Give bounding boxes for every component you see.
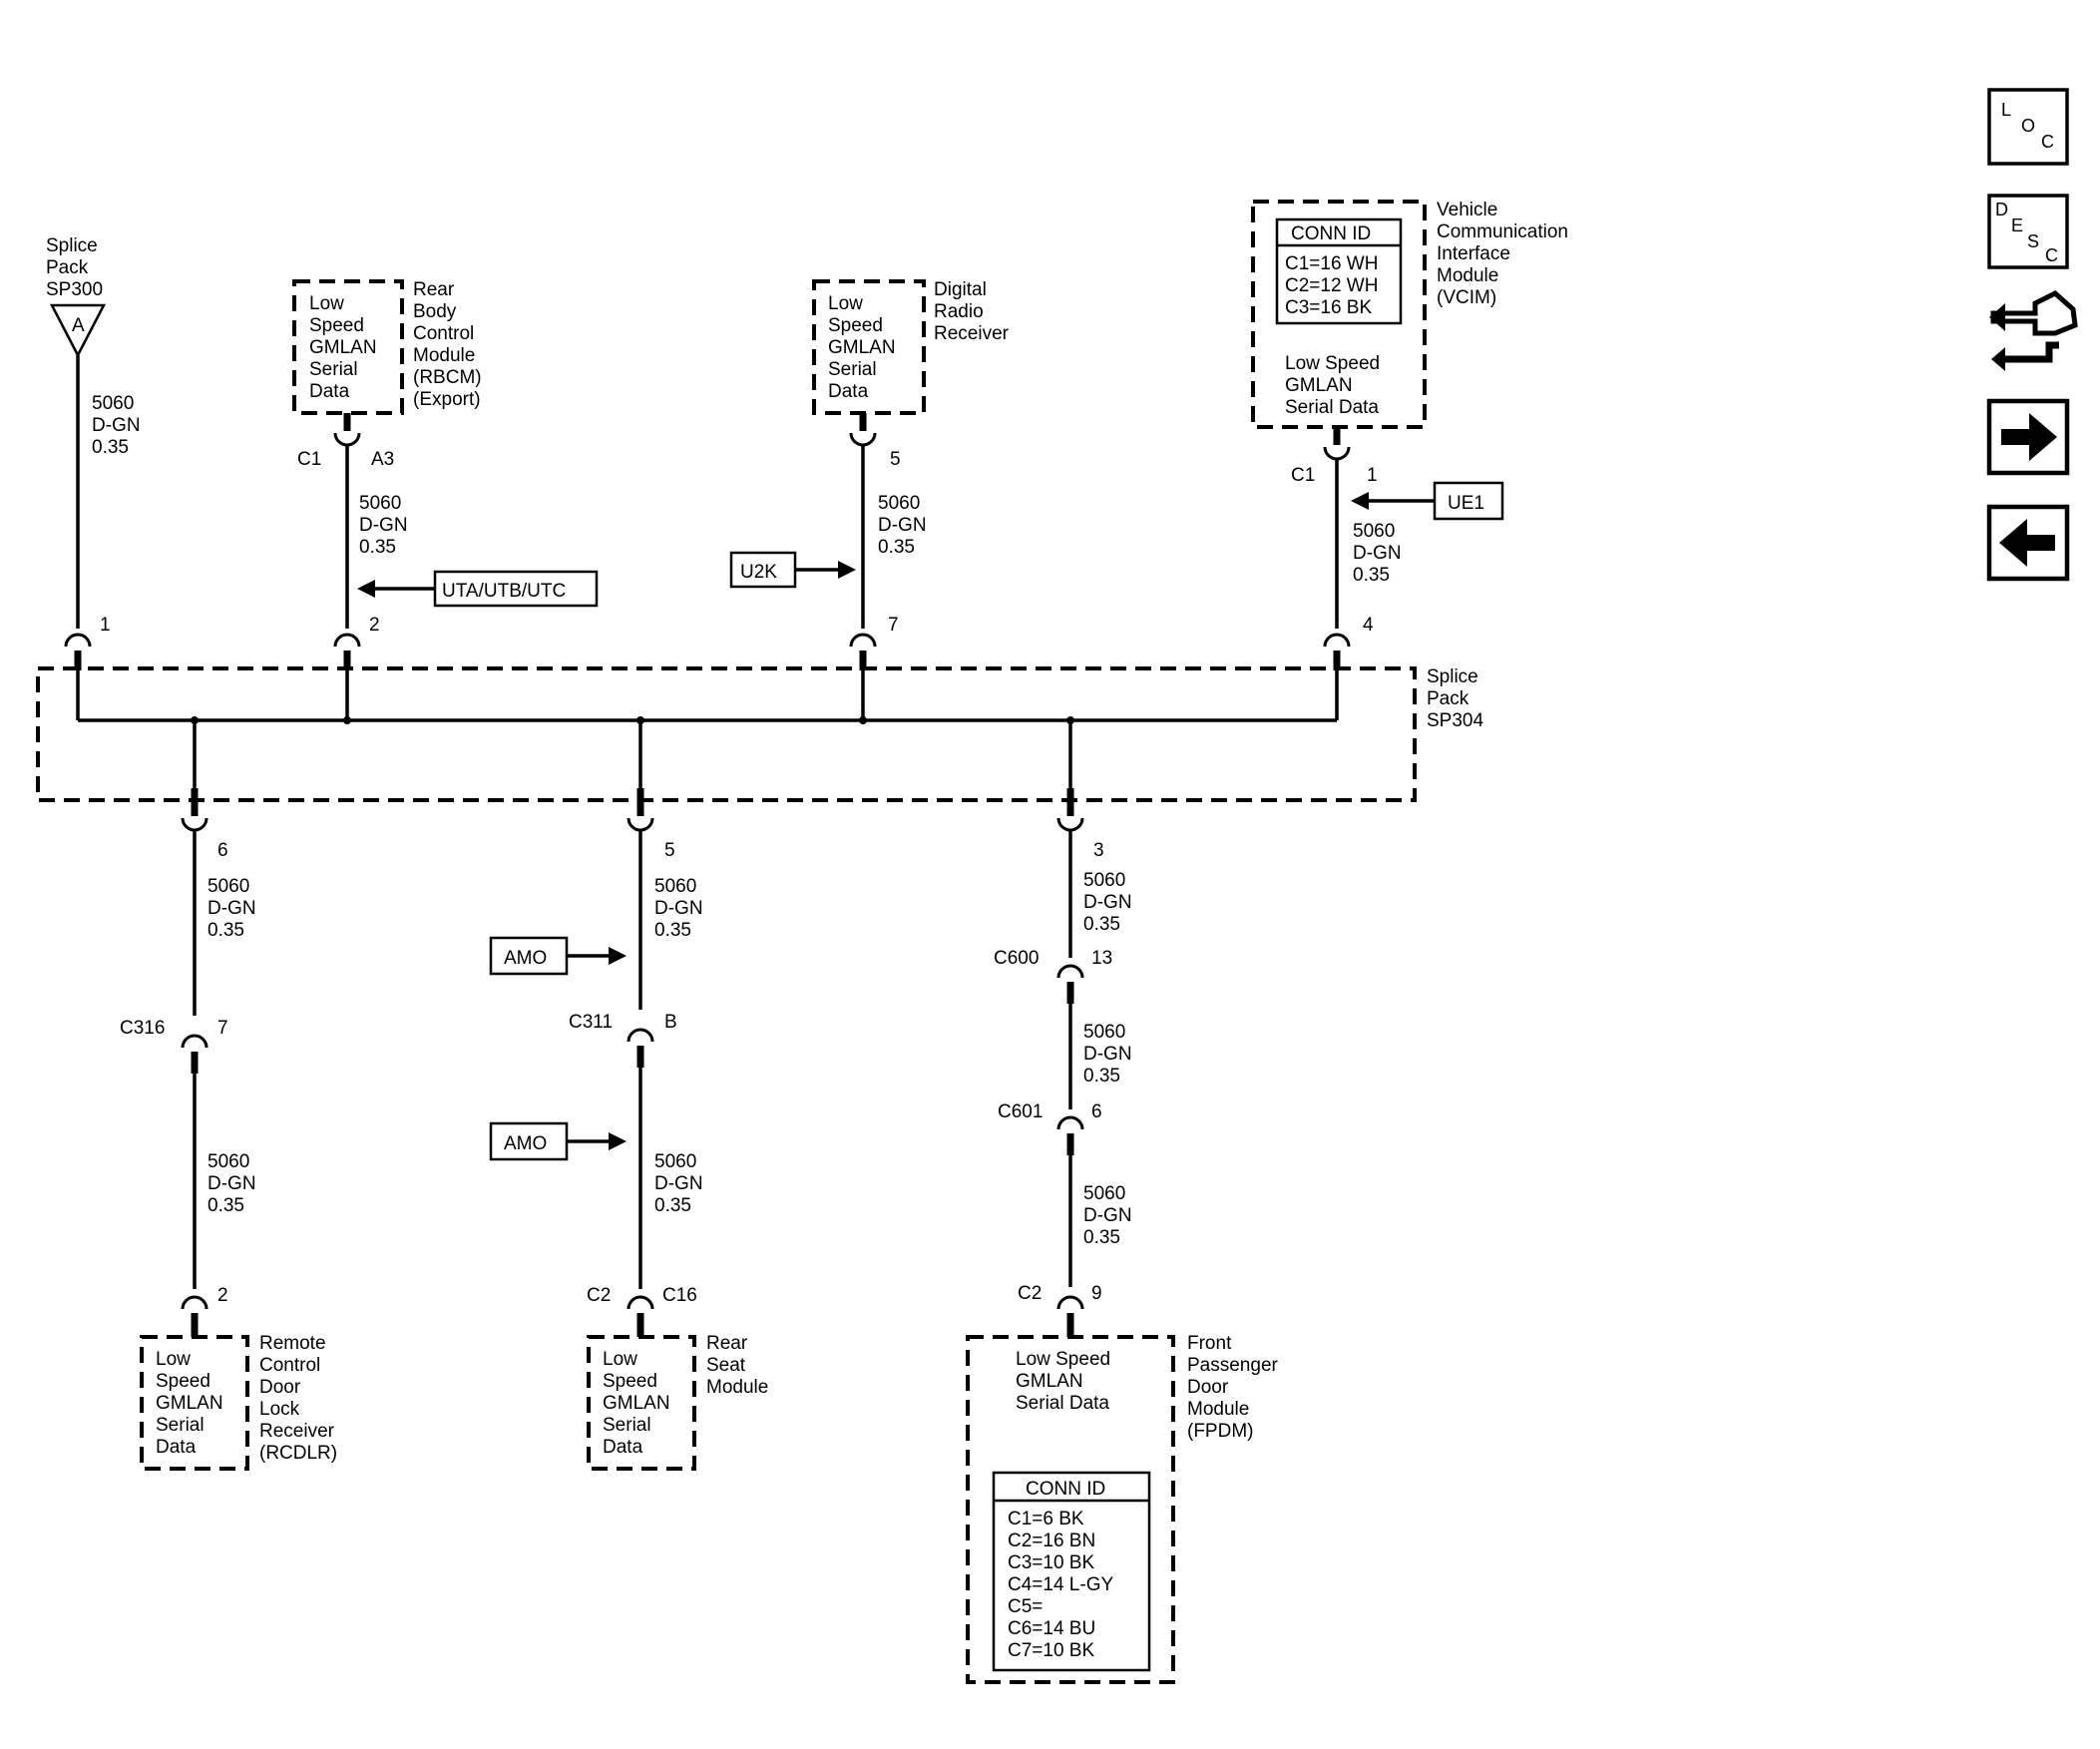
option-callout-ue1: UE1	[1351, 481, 1504, 521]
svg-text:D: D	[1995, 200, 2008, 219]
radio-inner-label: Low Speed GMLAN Serial Data	[828, 293, 901, 402]
rcdlr-inner-label: Low Speed GMLAN Serial Data	[156, 1349, 228, 1458]
svg-text:L: L	[2001, 100, 2011, 120]
svg-text:CONN ID: CONN ID	[1291, 223, 1371, 244]
splice-triangle-icon	[49, 303, 107, 358]
arrow-right-icon	[2001, 413, 2057, 461]
svg-text:CONN ID: CONN ID	[1026, 1479, 1105, 1500]
svg-text:C: C	[2045, 245, 2058, 265]
sp300-label: Splice Pack SP300	[46, 235, 103, 300]
svg-text:A: A	[72, 315, 85, 336]
svg-text:3: 3	[1093, 840, 1104, 861]
vehicle-communication-interface-module: CONN ID C1=16 WH C2=12 WH C3=16 BK Low S…	[1251, 200, 1573, 720]
svg-text:C311: C311	[569, 1012, 613, 1033]
wire-label-vcim: 5060 D-GN 0.35	[1353, 521, 1407, 586]
svg-text:5: 5	[664, 840, 675, 861]
vcim-name: Vehicle Communication Interface Module (…	[1437, 200, 1573, 308]
rsm-inner-label: Low Speed GMLAN Serial Data	[603, 1349, 675, 1458]
svg-text:2: 2	[369, 615, 380, 636]
splice-pack-sp300: Splice Pack SP300 A 5060 D-GN 0.35 1	[46, 235, 146, 720]
wire-label-radio: 5060 D-GN 0.35	[878, 493, 932, 558]
option-callout-u2k: U2K	[729, 551, 856, 589]
wire-label-fpdm-2: 5060 D-GN 0.35	[1083, 1022, 1137, 1087]
digital-radio-receiver: Low Speed GMLAN Serial Data Digital Radi…	[812, 279, 1010, 720]
svg-text:C: C	[2041, 132, 2054, 152]
wire-label-rsm-2: 5060 D-GN 0.35	[654, 1151, 708, 1216]
vcim-inner-label: Low Speed GMLAN Serial Data	[1285, 353, 1385, 418]
svg-text:7: 7	[217, 1018, 228, 1039]
wire-label-rcdlr-2: 5060 D-GN 0.35	[208, 1151, 261, 1216]
wire-label-sp300: 5060 D-GN 0.35	[92, 393, 146, 458]
svg-text:13: 13	[1091, 948, 1112, 969]
fpdm-inner-label: Low Speed GMLAN Serial Data	[1016, 1349, 1115, 1414]
svg-text:C600: C600	[994, 948, 1039, 969]
svg-text:U2K: U2K	[740, 562, 777, 583]
wire-label-rbcm: 5060 D-GN 0.35	[359, 493, 413, 558]
sp304-label: Splice Pack SP304	[1427, 666, 1483, 731]
fpdm-name: Front Passenger Door Module (FPDM)	[1187, 1333, 1283, 1442]
svg-text:C316: C316	[120, 1018, 165, 1039]
svg-text:6: 6	[1091, 1101, 1102, 1122]
svg-text:B: B	[664, 1012, 677, 1033]
svg-text:9: 9	[1091, 1283, 1102, 1304]
svg-text:S: S	[2027, 231, 2039, 251]
rsm-name: Rear Seat Module	[706, 1333, 768, 1398]
svg-text:C16: C16	[662, 1285, 697, 1306]
svg-text:AMO: AMO	[504, 948, 547, 969]
radio-name: Digital Radio Receiver	[934, 279, 1010, 344]
svg-text:C1: C1	[1291, 465, 1315, 486]
option-callout-amo-upper: AMO	[489, 936, 627, 976]
svg-text:E: E	[2011, 216, 2023, 235]
svg-text:5: 5	[890, 449, 901, 470]
desc-button[interactable]: D E S C	[1987, 194, 2069, 269]
arrow-left-icon	[1999, 519, 2055, 567]
rcdlr-name: Remote Control Door Lock Receiver (RCDLR…	[259, 1333, 339, 1464]
svg-text:C601: C601	[998, 1101, 1043, 1122]
svg-text:UE1: UE1	[1448, 493, 1484, 514]
vcim-conn-id-list: C1=16 WH C2=12 WH C3=16 BK	[1285, 253, 1384, 318]
wire-label-rcdlr-1: 5060 D-GN 0.35	[208, 876, 261, 941]
svg-text:C2: C2	[587, 1285, 611, 1306]
svg-text:UTA/UTB/UTC: UTA/UTB/UTC	[442, 581, 566, 602]
option-callout-uta-utb-utc: UTA/UTB/UTC	[357, 570, 599, 608]
rear-seat-module: 5 5060 D-GN 0.35 C311 B 5060 D-GN 0.35 C…	[569, 720, 768, 1471]
svg-text:C2: C2	[1018, 1283, 1042, 1304]
fpdm-conn-id-list: C1=6 BK C2=16 BN C3=10 BK C4=14 L-GY C5=…	[1008, 1509, 1118, 1661]
vcim-conn-id-box	[1275, 218, 1403, 325]
arrow-left-button[interactable]	[1986, 504, 2070, 582]
rbcm-name: Rear Body Control Module (RBCM) (Export)	[413, 279, 487, 410]
fpdm-conn-id-box	[992, 1471, 1151, 1672]
arrow-right-button[interactable]	[1986, 398, 2070, 476]
svg-text:1: 1	[100, 615, 111, 636]
remote-control-door-lock-receiver: 6 5060 D-GN 0.35 C316 7 5060 D-GN 0.35 2…	[120, 720, 339, 1471]
splice-pack-sp304: Splice Pack SP304	[36, 666, 1483, 802]
svg-text:2: 2	[217, 1285, 228, 1306]
rbcm-inner-label: Low Speed GMLAN Serial Data	[309, 293, 382, 402]
wire-label-rsm-1: 5060 D-GN 0.35	[654, 876, 708, 941]
svg-text:6: 6	[217, 840, 228, 861]
loc-button[interactable]: L O C	[1987, 88, 2069, 166]
wire-label-fpdm-3: 5060 D-GN 0.35	[1083, 1183, 1137, 1248]
rear-body-control-module: Low Speed GMLAN Serial Data Rear Body Co…	[292, 279, 487, 720]
option-callout-amo-lower: AMO	[489, 1121, 627, 1161]
front-passenger-door-module: 3 5060 D-GN 0.35 C600 13 5060 D-GN 0.35 …	[966, 720, 1283, 1684]
svg-text:C1: C1	[297, 449, 321, 470]
svg-text:O: O	[2021, 116, 2035, 136]
svg-text:AMO: AMO	[504, 1133, 547, 1154]
wire-label-fpdm-1: 5060 D-GN 0.35	[1083, 870, 1137, 935]
connector-end-view-icon[interactable]	[1989, 290, 2078, 371]
svg-text:1: 1	[1367, 465, 1378, 486]
svg-text:7: 7	[888, 615, 899, 636]
svg-text:A3: A3	[371, 449, 394, 470]
svg-text:4: 4	[1363, 615, 1374, 636]
